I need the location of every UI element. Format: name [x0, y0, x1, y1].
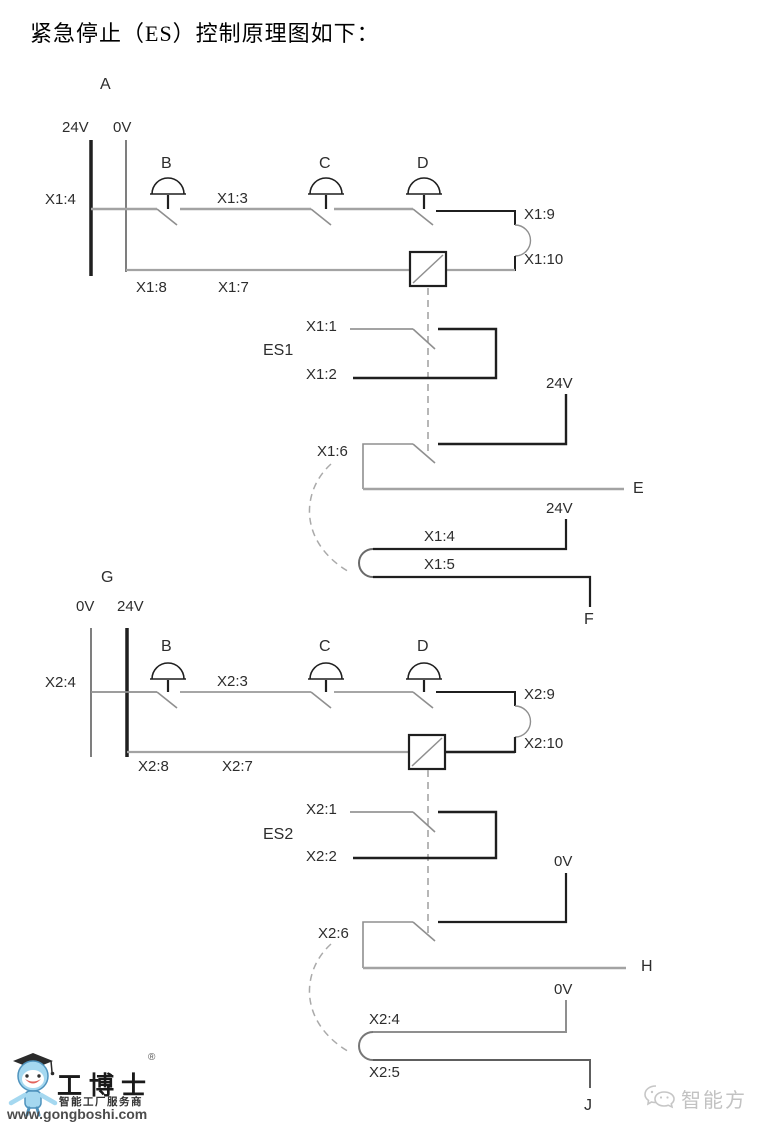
c1-terminal-x11: X1:1	[306, 318, 337, 335]
c1-terminal-x14-seal: X1:4	[424, 528, 455, 545]
u-turn-arc-c2	[358, 1031, 374, 1061]
c1-terminal-x110: X1:10	[524, 251, 564, 268]
nc-contact-blade-b	[156, 208, 178, 226]
c1-terminal-x17: X1:7	[218, 279, 249, 296]
c1-relay-label: ES1	[263, 342, 294, 359]
c1-bus-24v-label: 24V	[62, 119, 89, 136]
gongboshi-tagline: 智能工厂服务商	[59, 1096, 143, 1108]
c1-terminal-x18: X1:8	[136, 279, 167, 296]
c2-output-j-label: J	[584, 1097, 592, 1114]
no-contact-blade-x16	[412, 443, 436, 464]
c2-terminal-x27: X2:7	[222, 758, 253, 775]
c1-terminal-x16: X1:6	[317, 443, 348, 460]
nc-contact-blade-b2	[156, 691, 178, 709]
nc-contact-blade-d	[412, 208, 434, 226]
c2-button-c-label: C	[319, 638, 331, 655]
c2-terminal-x21: X2:1	[306, 801, 337, 818]
c2-terminal-x28: X2:8	[138, 758, 169, 775]
c2-terminal-x210: X2:10	[524, 735, 564, 752]
c2-terminal-x29: X2:9	[524, 686, 555, 703]
mushroom-button-icon-c2	[308, 662, 344, 692]
mushroom-button-icon-d2	[406, 662, 442, 692]
c2-terminal-x23: X2:3	[217, 673, 248, 690]
c1-terminal-x19: X1:9	[524, 206, 555, 223]
c1-section-label: A	[100, 76, 111, 93]
nc-contact-blade-es1	[412, 328, 436, 350]
c2-button-d-label: D	[417, 638, 429, 655]
c2-coil-supply-label: 0V	[554, 853, 573, 870]
c2-bus-0v-label: 0V	[76, 598, 95, 615]
mushroom-button-icon-b2	[150, 662, 186, 692]
circuit2-wiring	[90, 628, 626, 1088]
c1-button-b-label: B	[161, 155, 172, 172]
gongboshi-mascot-icon	[8, 1053, 58, 1117]
c1-coil-supply-label: 24V	[546, 375, 573, 392]
no-contact-blade-x26	[412, 921, 436, 942]
nc-contact-blade-d2	[412, 691, 434, 709]
diagonal-box-device-icon-c2	[407, 733, 447, 771]
c2-relay-label: ES2	[263, 826, 294, 843]
c1-output-e-label: E	[633, 480, 644, 497]
c2-section-label: G	[101, 569, 114, 586]
c1-button-c-label: C	[319, 155, 331, 172]
c2-terminal-x24: X2:4	[45, 674, 76, 691]
c2-button-b-label: B	[161, 638, 172, 655]
c2-terminal-x26: X2:6	[318, 925, 349, 942]
c1-terminal-x13: X1:3	[217, 190, 248, 207]
c1-terminal-x14: X1:4	[45, 191, 76, 208]
c1-terminal-x12: X1:2	[306, 366, 337, 383]
c2-terminal-x24-seal: X2:4	[369, 1011, 400, 1028]
nc-contact-blade-c	[310, 208, 332, 226]
c1-terminal-x15: X1:5	[424, 556, 455, 573]
diagonal-box-device-icon-c1	[408, 250, 448, 288]
mechanical-link-arc-c1	[308, 463, 352, 574]
c1-seal-supply-label: 24V	[546, 500, 573, 517]
page-title: 紧急停止（ES）控制原理图如下：	[30, 21, 380, 46]
mushroom-button-icon-c	[308, 177, 344, 209]
mushroom-button-icon-b	[150, 177, 186, 209]
gongboshi-website: www.gongboshi.com	[7, 1106, 148, 1122]
c1-output-f-label: F	[584, 611, 594, 628]
c2-terminal-x22: X2:2	[306, 848, 337, 865]
c2-seal-supply-label: 0V	[554, 981, 573, 998]
mushroom-button-icon-d	[406, 177, 442, 209]
nc-contact-blade-c2	[310, 691, 332, 709]
c2-bus-24v-label: 24V	[117, 598, 144, 615]
c1-bus-0v-label: 0V	[113, 119, 132, 136]
nc-contact-blade-es2	[412, 811, 436, 833]
u-turn-arc-c1	[358, 548, 374, 578]
registered-mark: ®	[148, 1052, 156, 1063]
zhinengfang-watermark: 智能方	[681, 1090, 747, 1112]
mechanical-link-arc-c2	[308, 943, 352, 1054]
c2-output-h-label: H	[641, 958, 653, 975]
chat-bubbles-icon	[644, 1085, 675, 1109]
c2-terminal-x25: X2:5	[369, 1064, 400, 1081]
circuit1-wiring	[89, 140, 624, 607]
terminal-bridge-arc-c1	[514, 224, 532, 257]
c1-button-d-label: D	[417, 155, 429, 172]
terminal-bridge-arc-c2	[514, 705, 532, 738]
gongboshi-brand: 工博士	[57, 1073, 154, 1100]
